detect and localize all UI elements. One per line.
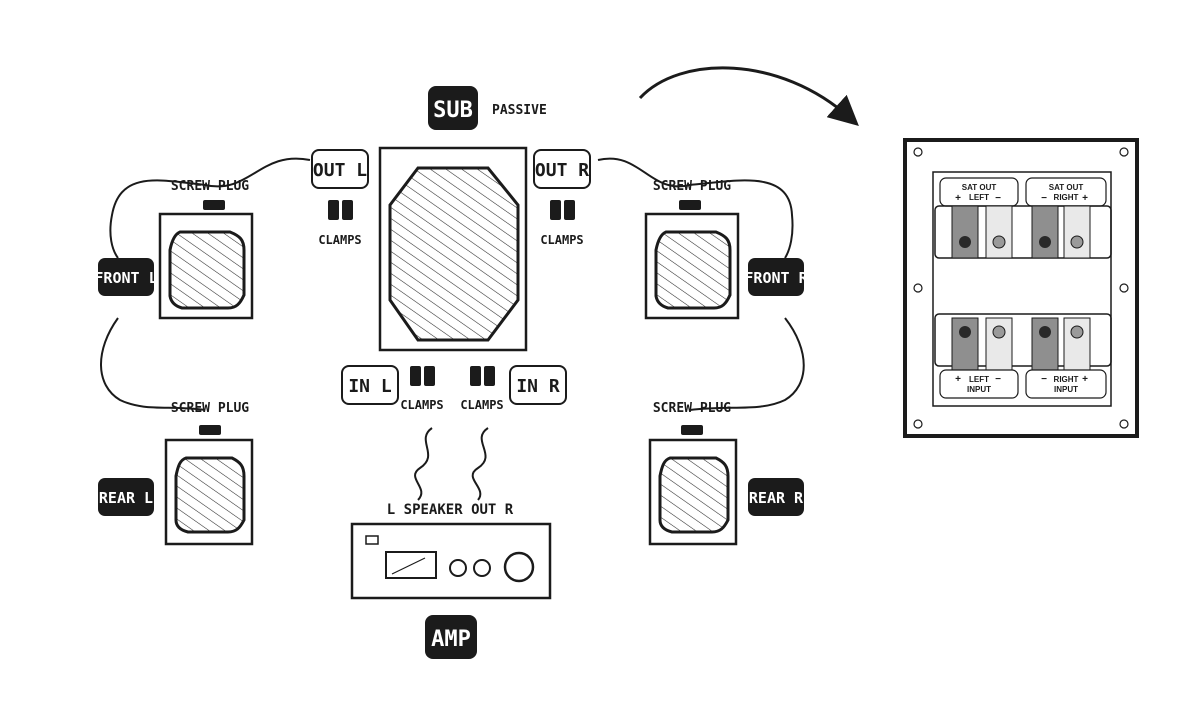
sat-out-right-side: RIGHT — [1054, 193, 1079, 202]
front-r-label: FRONT R — [744, 269, 808, 287]
input-right-plus: + — [1082, 374, 1088, 385]
out-r-label: OUT R — [535, 160, 589, 181]
clamps-label-in-l: CLAMPS — [400, 398, 443, 412]
sat-out-left-title: SAT OUT — [962, 183, 997, 192]
volume-knob-icon — [503, 551, 535, 583]
clamp-icon-out-r — [550, 200, 575, 220]
input-left-title: INPUT — [967, 385, 991, 394]
speaker-out-label: L SPEAKER OUT R — [387, 502, 514, 518]
input-terminals — [951, 317, 1091, 371]
badge-rear-l: REAR L — [98, 478, 154, 516]
wire-out-r-front-r — [597, 157, 794, 259]
in-r-label: IN R — [516, 376, 560, 397]
input-right-title: INPUT — [1054, 385, 1078, 394]
amp-badge: AMP — [425, 615, 477, 659]
knob-icon — [473, 559, 491, 577]
power-light-icon — [365, 535, 379, 545]
sub-badge: SUB — [428, 86, 478, 130]
sat-out-left-plus: + — [955, 193, 961, 204]
knob-icon — [449, 559, 467, 577]
rear-r-label: REAR R — [749, 489, 804, 507]
wire-out-l-front-l — [109, 157, 311, 259]
rear-l-label: REAR L — [99, 489, 153, 507]
sat-out-left-side: LEFT — [969, 193, 989, 202]
out-l-box: OUT L — [311, 149, 369, 189]
speaker-rear-l: SCREW PLUG — [164, 401, 254, 546]
clamps-label-out-r: CLAMPS — [540, 233, 583, 247]
clamp-icon-in-r — [470, 366, 495, 386]
input-right-minus: − — [1041, 374, 1047, 385]
input-left-minus: − — [995, 374, 1001, 385]
front-l-label: FRONT L — [94, 269, 157, 287]
badge-front-r: FRONT R — [744, 258, 809, 296]
badge-front-l: FRONT L — [94, 258, 158, 296]
speaker-front-l: SCREW PLUG — [158, 179, 254, 320]
input-left-side: LEFT — [969, 375, 989, 384]
sat-out-right-plus: + — [1082, 193, 1088, 204]
sat-out-right-minus: − — [1041, 193, 1047, 204]
badge-rear-r: REAR R — [748, 478, 804, 516]
wire-front-r-rear-r — [689, 317, 805, 411]
in-r-box: IN R — [509, 365, 567, 405]
screw-plug-icon — [203, 200, 225, 210]
in-l-label: IN L — [348, 376, 392, 397]
clamp-icon-out-l — [328, 200, 353, 220]
screw-plug-icon — [681, 425, 703, 435]
out-l-label: OUT L — [313, 160, 367, 181]
input-right-side: RIGHT — [1054, 375, 1079, 384]
clamp-icon-in-l — [410, 366, 435, 386]
sat-out-left-minus: − — [995, 193, 1001, 204]
sat-out-right-title: SAT OUT — [1049, 183, 1084, 192]
speaker-front-r: SCREW PLUG — [644, 179, 740, 320]
screw-plug-label: SCREW PLUG — [171, 179, 249, 194]
amplifier — [350, 522, 552, 600]
screw-icons — [913, 147, 1129, 429]
screw-plug-label: SCREW PLUG — [171, 401, 249, 416]
input-left-plus: + — [955, 374, 961, 385]
sub-label: SUB — [433, 98, 473, 123]
wire-amp-in-l — [414, 427, 433, 501]
vu-meter-icon — [385, 551, 437, 579]
terminal-panel: SAT OUT LEFT SAT OUT RIGHT + − − + — [903, 138, 1139, 438]
arrow-curve — [638, 66, 859, 127]
screw-plug-icon — [679, 200, 701, 210]
screw-plug-label: SCREW PLUG — [653, 179, 731, 194]
speaker-rear-r: SCREW PLUG — [648, 401, 738, 546]
sub-type-label: PASSIVE — [492, 103, 547, 118]
screw-plug-icon — [199, 425, 221, 435]
subwoofer — [378, 146, 528, 352]
sat-out-terminals — [951, 205, 1091, 259]
wires — [100, 66, 859, 501]
wire-front-l-rear-l — [100, 317, 206, 411]
screw-plug-label: SCREW PLUG — [653, 401, 731, 416]
amp-label: AMP — [431, 627, 471, 652]
wire-amp-in-r — [471, 427, 489, 501]
out-r-box: OUT R — [533, 149, 591, 189]
clamps-label-out-l: CLAMPS — [318, 233, 361, 247]
in-l-box: IN L — [341, 365, 399, 405]
clamps-label-in-r: CLAMPS — [460, 398, 503, 412]
